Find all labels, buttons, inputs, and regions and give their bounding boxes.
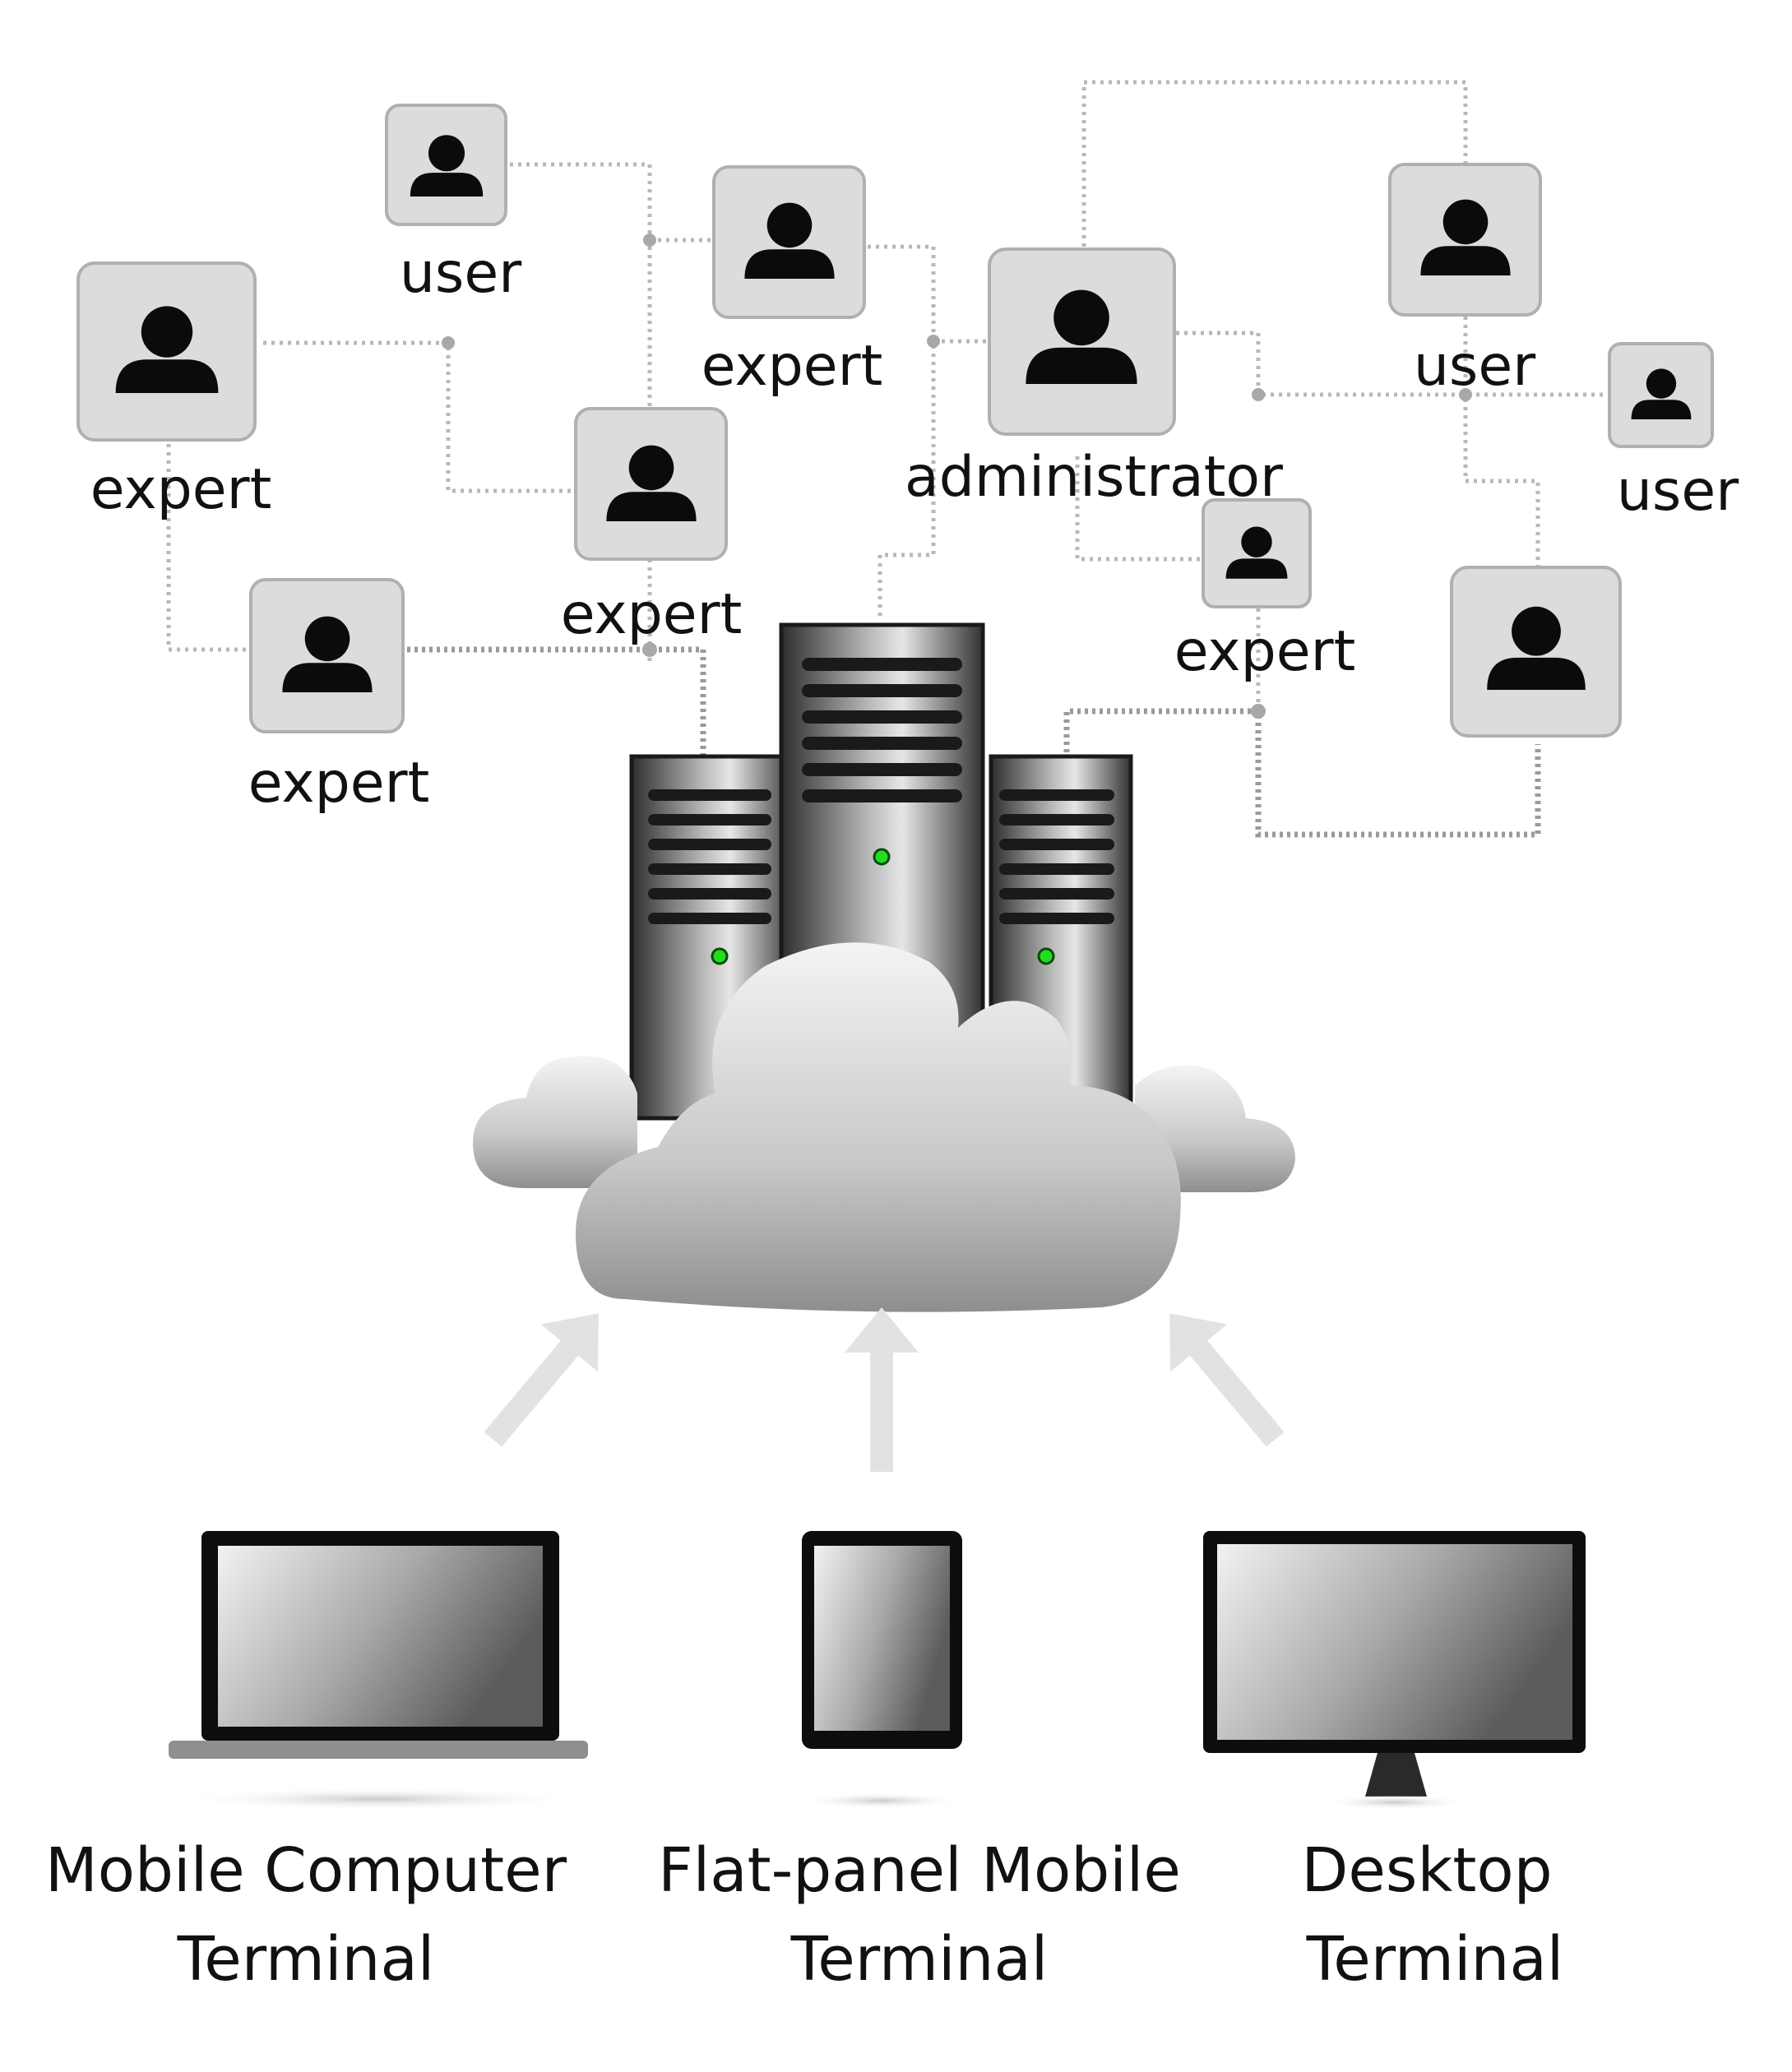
desktop-monitor-icon [1203,1531,1586,1810]
link-administrator-to-expert-right [1075,456,1205,562]
laptop-screen [218,1546,543,1727]
junction-dot [643,234,656,247]
upload-arrows [484,1307,1285,1472]
junction-dot [1251,704,1266,719]
node-label: user [1414,334,1535,399]
arrow-up-left-icon [1169,1313,1285,1447]
server-vents [648,658,1114,924]
arrow-up-right-icon [484,1313,599,1447]
terminal-label-flat-panel: Flat-panel Mobile Terminal [658,1835,1181,1995]
tablet-icon [799,1531,964,1809]
link-user-to-expert-center [510,162,652,411]
monitor-stand [1365,1753,1427,1797]
node-label: user [400,241,521,306]
link-administrator-to-users [1176,331,1609,397]
tablet-screen [814,1546,950,1731]
node-expert-right: expert [1174,498,1356,684]
laptop-shadow [173,1788,584,1811]
junction-dot [927,335,940,348]
arrow-up-icon [845,1307,919,1472]
node-label: expert [1174,619,1356,684]
terminal-label-line1: Mobile Computer [45,1835,567,1906]
junction-dot [1252,388,1265,401]
status-led [873,848,891,866]
node-label: expert [702,334,883,399]
laptop-base [169,1741,588,1759]
status-led [711,947,729,965]
terminal-label-line2: Terminal [177,1924,435,1995]
cloud-icon [473,942,1295,1312]
link-administrator-to-user [1081,80,1468,247]
node-expert-center: expert [561,407,743,647]
link-expert-top-to-server [868,244,936,621]
link-expert-left-to-lower-left [166,444,251,652]
junction-dot [1459,388,1472,401]
terminal-label-mobile-computer: Mobile Computer Terminal [45,1835,567,1995]
terminal-label-line2: Terminal [1306,1924,1564,1995]
link-lower-left-to-server [407,646,706,756]
node-expert-lower-left: expert [248,578,430,816]
terminal-label-desktop: Desktop Terminal [1301,1835,1563,1995]
node-label: expert [561,582,743,647]
monitor-screen [1217,1544,1572,1740]
terminal-label-line1: Desktop [1301,1835,1552,1906]
laptop-icon [169,1531,588,1811]
node-label: expert [248,751,430,816]
status-led [1037,947,1055,965]
junction-dot [642,642,657,657]
monitor-shadow [1322,1795,1470,1810]
node-unlabeled-right [1450,566,1622,738]
node-label: user [1617,459,1739,524]
node-user-far-right: user [1608,342,1739,524]
node-administrator: administrator [905,247,1283,510]
node-label: expert [90,457,272,522]
junction-dot [442,336,455,349]
tablet-shadow [799,1792,964,1809]
link-expert-left-to-expert-center [263,340,658,493]
node-expert-top-center: expert [702,165,883,399]
terminal-label-line2: Terminal [790,1924,1049,1995]
terminal-label-line1: Flat-panel Mobile [658,1835,1181,1906]
node-user-right-top: user [1388,163,1542,399]
node-user-top: user [385,104,521,306]
connection-lines [166,80,1609,838]
node-expert-left: expert [76,261,272,522]
